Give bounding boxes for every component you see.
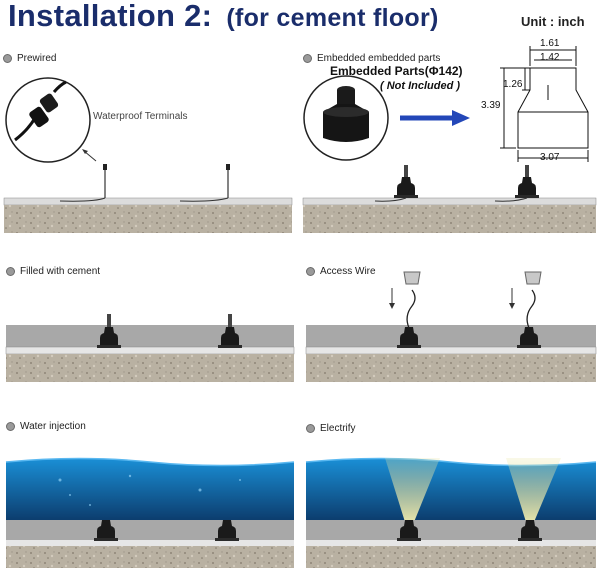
bullet-icon <box>303 54 312 63</box>
step-label: Electrify <box>320 423 356 434</box>
dim-base: 3.07 <box>540 152 560 163</box>
title-subtitle: (for cement floor) <box>226 4 439 32</box>
step-prewired: Prewired <box>3 53 56 64</box>
bullet-icon <box>3 54 12 63</box>
dim-top-outer: 1.61 <box>540 38 560 49</box>
dim-neck: 1.26 <box>503 79 523 90</box>
step-label: Access Wire <box>320 266 376 277</box>
step-label: Embedded embedded parts <box>317 53 441 64</box>
panel-water <box>5 457 295 568</box>
bullet-icon <box>306 267 315 276</box>
unit-label: Unit : inch <box>521 14 585 29</box>
panel-embedded <box>302 46 597 233</box>
embedded-parts-label: Embedded Parts(Φ142) <box>330 64 463 78</box>
step-label: Prewired <box>17 53 57 64</box>
title-main: Installation 2: <box>8 0 213 33</box>
panel-access <box>305 271 597 382</box>
step-embedded: Embedded embedded parts <box>303 53 440 64</box>
step-label: Water injection <box>20 421 86 432</box>
step-filled: Filled with cement <box>6 266 100 277</box>
step-electrify: Electrify <box>306 423 356 434</box>
bullet-icon <box>306 424 315 433</box>
step-water: Water injection <box>6 421 86 432</box>
waterproof-terminals-label: Waterproof Terminals <box>93 111 188 122</box>
dim-height: 3.39 <box>481 100 501 111</box>
panel-filled <box>5 314 295 382</box>
step-access: Access Wire <box>306 266 376 277</box>
page-title: Installation 2: (for cement floor) <box>8 0 439 34</box>
panel-electrify <box>305 457 597 568</box>
not-included-label: ( Not Included ) <box>380 80 461 92</box>
bullet-icon <box>6 422 15 431</box>
bullet-icon <box>6 267 15 276</box>
step-label: Filled with cement <box>20 266 101 277</box>
panel-prewired <box>3 77 293 233</box>
dim-top-inner: 1.42 <box>540 52 560 63</box>
